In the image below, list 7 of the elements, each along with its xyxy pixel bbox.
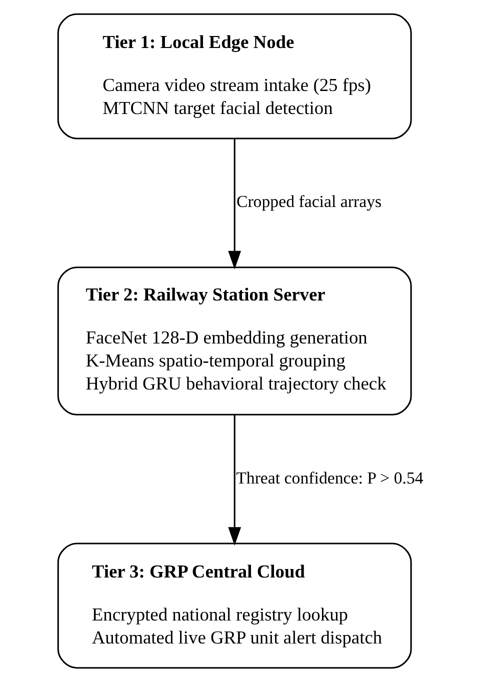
- arrow: [228, 414, 241, 546]
- arrow: [228, 138, 241, 270]
- node-box: Tier 1: Local Edge Node Camera video stream intake (25 fps) MTCNN target facial detection: [56, 13, 412, 140]
- node-box: Tier 3: GRP Central Cloud Encrypted national registry lookup Automated live GRP unit alert dispatch: [56, 542, 412, 669]
- edge-label: Threat confidence: P > 0.54: [236, 468, 423, 488]
- node-box: Tier 2: Railway Station Server FaceNet 128-D embedding generation K-Means spatio-temporal grouping Hybrid GRU behavioral trajectory check: [56, 266, 412, 416]
- edge-label: Cropped facial arrays: [236, 192, 382, 212]
